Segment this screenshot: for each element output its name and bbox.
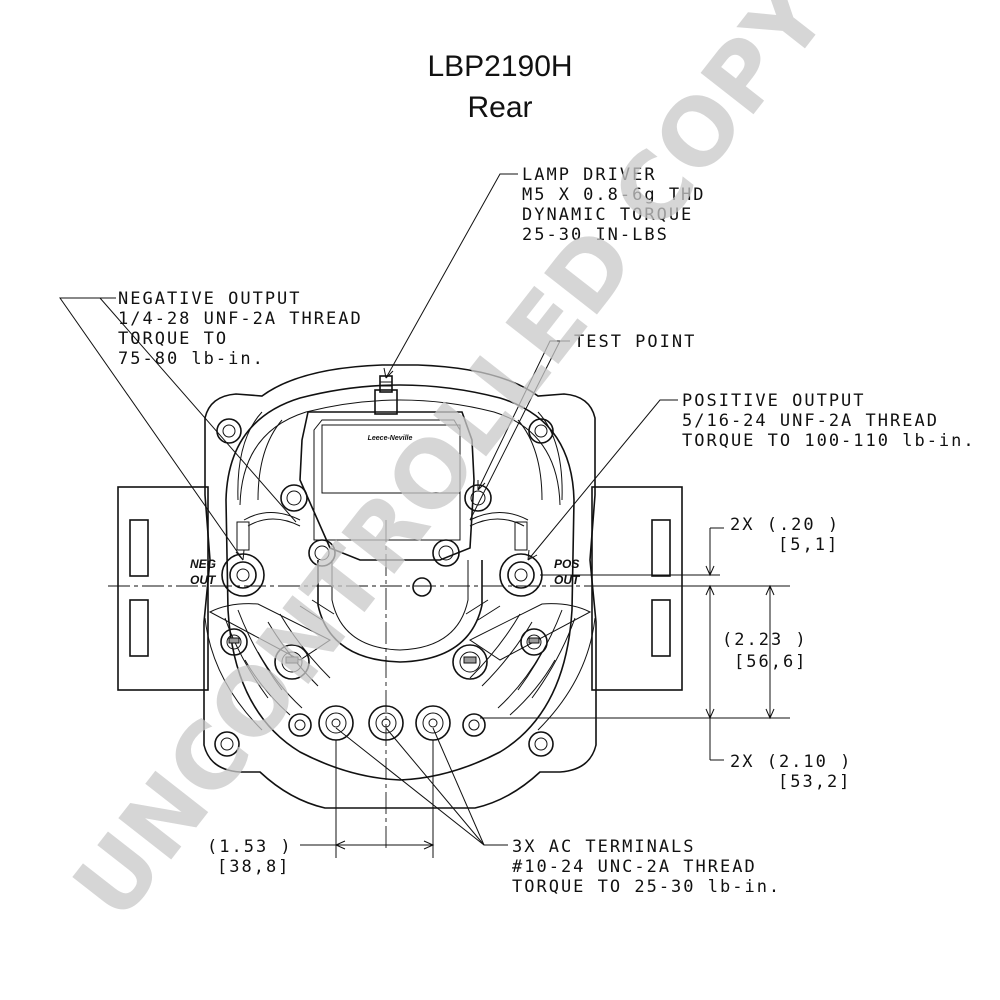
diode-bolt-left	[274, 644, 310, 680]
ac-terminal-1	[318, 705, 354, 741]
heat-sink-left	[208, 603, 331, 661]
dim-2-23-mm: [56,6]	[734, 652, 807, 672]
center-plug	[412, 577, 432, 597]
svg-text:25-30 IN-LBS: 25-30 IN-LBS	[522, 225, 669, 245]
diode-nut-left	[220, 628, 248, 656]
callout-positive-output: POSITIVE OUTPUT 5/16-24 UNF-2A THREAD TO…	[682, 391, 976, 451]
dim-1-53-mm: [38,8]	[217, 857, 290, 877]
svg-text:POSITIVE OUTPUT: POSITIVE OUTPUT	[682, 391, 866, 411]
svg-text:M5 X 0.8-6g THD: M5 X 0.8-6g THD	[522, 185, 706, 205]
svg-text:TEST POINT: TEST POINT	[574, 332, 696, 352]
diode-bolt-right	[452, 644, 488, 680]
regulator-screw-bottom-left	[308, 539, 336, 567]
dim-2-10-inch: 2X (2.10 )	[730, 752, 852, 772]
end-frame-inner	[225, 384, 575, 781]
bearing-cover	[317, 560, 483, 663]
svg-text:#10-24 UNC-2A THREAD: #10-24 UNC-2A THREAD	[512, 857, 757, 877]
svg-text:75-80 lb-in.: 75-80 lb-in.	[118, 349, 265, 369]
svg-text:5/16-24 UNF-2A THREAD: 5/16-24 UNF-2A THREAD	[682, 411, 939, 431]
pos-out-label: OUT	[554, 573, 581, 587]
uncontrolled-copy-watermark: UNCONTROLLED COPY	[53, 0, 849, 939]
model-title: LBP2190H	[427, 50, 572, 83]
neg-out-label: OUT	[190, 573, 217, 587]
left-ear-slot-top	[129, 519, 149, 577]
pos-label: POS	[554, 557, 579, 571]
heat-sink-right	[469, 603, 592, 661]
housing-outline	[203, 364, 597, 809]
dim-2-10-mm: [53,2]	[778, 772, 851, 792]
dim-0-20-inch: 2X (.20 )	[730, 515, 840, 535]
callout-negative-output: NEGATIVE OUTPUT 1/4-28 UNF-2A THREAD TOR…	[118, 289, 363, 369]
positive-output-terminal	[499, 521, 543, 597]
right-ear-slot-bottom	[651, 599, 671, 657]
lower-nut-left	[288, 713, 312, 737]
right-ear-slot-top	[651, 519, 671, 577]
callout-test-point: TEST POINT	[574, 332, 696, 352]
ac-terminal-3	[415, 705, 451, 741]
regulator-screw-left	[280, 484, 308, 512]
neg-label: NEG	[190, 557, 216, 571]
dimension-lines	[300, 527, 790, 858]
vent-right-upper	[537, 411, 563, 501]
svg-text:TORQUE TO 100-110 lb-in.: TORQUE TO 100-110 lb-in.	[682, 431, 976, 451]
right-mounting-ear	[591, 486, 683, 691]
voltage-regulator: Leece-Neville	[243, 411, 529, 561]
svg-text:TORQUE TO: TORQUE TO	[118, 329, 228, 349]
lower-nut-right	[462, 713, 486, 737]
regulator-brand-label: Leece-Neville	[368, 435, 413, 442]
callout-ac-terminals: 3X AC TERMINALS #10-24 UNC-2A THREAD TOR…	[512, 837, 781, 897]
negative-output-terminal	[221, 521, 265, 597]
left-ear-slot-bottom	[129, 599, 149, 657]
dim-1-53-inch: (1.53 )	[207, 837, 293, 857]
dim-0-20-mm: [5,1]	[778, 535, 839, 555]
svg-text:LAMP DRIVER: LAMP DRIVER	[522, 165, 657, 185]
regulator-screw-bottom-right	[432, 539, 460, 567]
lamp-driver-terminal	[374, 375, 398, 415]
svg-text:NEGATIVE OUTPUT: NEGATIVE OUTPUT	[118, 289, 302, 309]
view-title: Rear	[467, 91, 532, 124]
leader-lines	[59, 173, 678, 846]
alternator-rear-view: Leece-Neville	[108, 364, 720, 850]
vent-left-upper	[237, 411, 263, 501]
diode-nut-right	[520, 628, 548, 656]
callout-lamp-driver: LAMP DRIVER M5 X 0.8-6g THD DYNAMIC TORQ…	[522, 165, 706, 245]
svg-text:1/4-28 UNF-2A THREAD: 1/4-28 UNF-2A THREAD	[118, 309, 363, 329]
svg-text:DYNAMIC TORQUE: DYNAMIC TORQUE	[522, 205, 693, 225]
dim-2-23-inch: (2.23 )	[722, 630, 808, 650]
svg-text:3X AC TERMINALS: 3X AC TERMINALS	[512, 837, 696, 857]
svg-text:TORQUE TO 25-30 lb-in.: TORQUE TO 25-30 lb-in.	[512, 877, 781, 897]
left-mounting-ear	[117, 486, 209, 691]
